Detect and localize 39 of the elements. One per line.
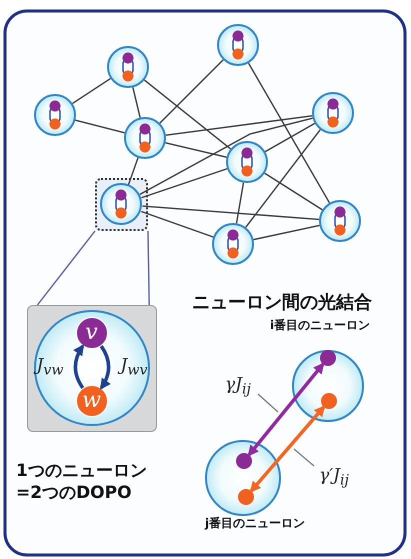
connection-line — [72, 78, 111, 104]
leader-line — [147, 230, 150, 306]
connection-line — [264, 122, 316, 152]
oscillator-dot — [236, 453, 252, 469]
node-caption: i番目のニューロン — [270, 318, 372, 334]
connection-line — [166, 115, 312, 136]
connection-line — [253, 224, 320, 240]
neuron-circle — [100, 183, 142, 225]
node-caption: j番目のニューロン — [205, 516, 306, 532]
connection-line — [248, 62, 330, 204]
connection-line — [141, 210, 214, 238]
oscillator-dot — [238, 489, 254, 505]
edge-label: γJ$_{ij}$ — [225, 374, 251, 398]
edge-label: γ′J$_{ij}$ — [319, 465, 349, 489]
connection-line — [165, 142, 227, 158]
connection-line — [144, 80, 232, 150]
oscillator-circle: w — [76, 384, 108, 416]
oscillator-dot — [321, 393, 337, 409]
leader-line — [36, 230, 96, 306]
coupling-arrow — [248, 362, 324, 456]
connection-line — [159, 59, 224, 124]
selection-box — [95, 178, 148, 231]
inset-panel — [27, 305, 157, 432]
oscillator-dot — [320, 350, 336, 366]
coupling-arrow — [250, 405, 326, 493]
section-heading: ニューロン間の光結合 — [192, 291, 373, 314]
node-caption: 1つのニューロン=2つのDOPO — [16, 460, 148, 504]
connection-line — [140, 117, 313, 196]
connection-line — [142, 205, 320, 220]
coupling-arrow — [73, 344, 84, 389]
coupling-arrow — [100, 345, 111, 390]
oscillator-circle: v — [76, 316, 108, 348]
connection-line — [141, 168, 228, 198]
connection-line — [75, 120, 125, 134]
connection-line — [132, 87, 141, 118]
connection-line — [245, 129, 321, 228]
connection-line — [264, 172, 323, 210]
connection-line — [236, 182, 244, 224]
connection-line — [128, 158, 139, 185]
